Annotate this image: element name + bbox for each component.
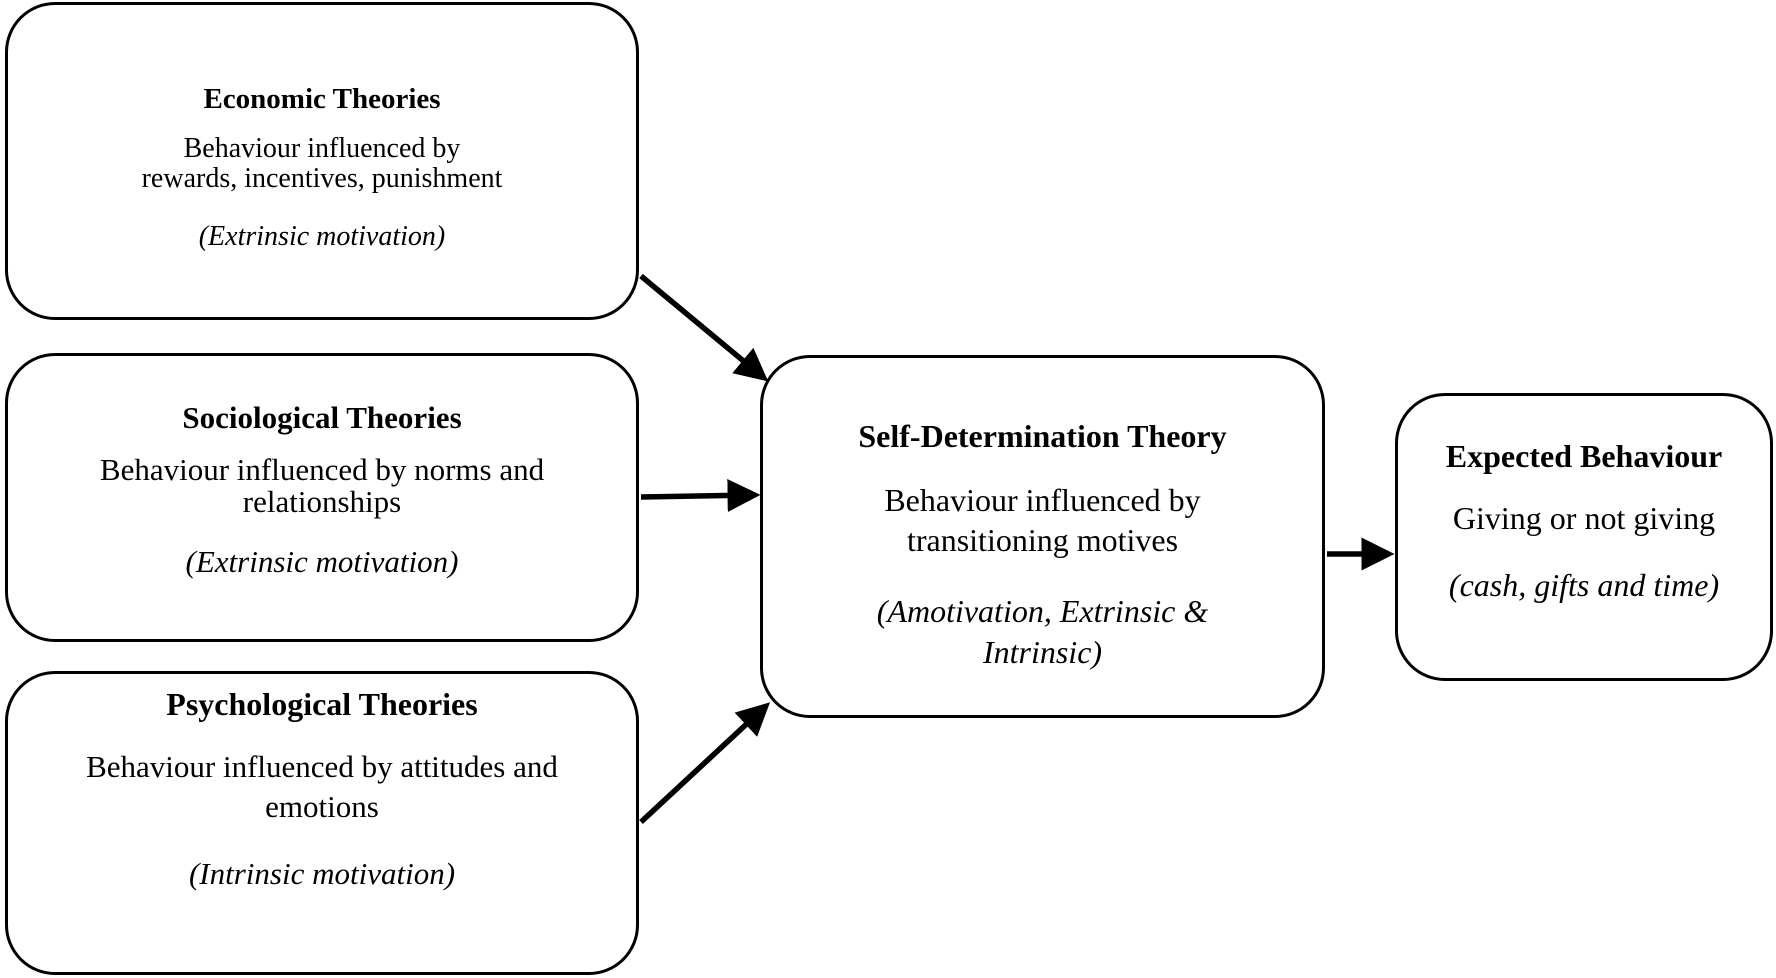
self-determination-theory-box: Self-Determination Theory Behaviour infl… [760,355,1325,718]
sdt-motivation-line-2: Intrinsic) [982,634,1103,671]
psychological-theories-box: Psychological Theories Behaviour influen… [5,671,639,975]
economic-theories-title: Economic Theories [203,83,441,115]
sociological-description-line-2: relationships [242,483,402,519]
expected-behaviour-detail: (cash, gifts and time) [1448,566,1720,603]
economic-description-line-2: rewards, incentives, punishment [141,163,503,195]
arrow-sociological-to-sdt [640,478,761,512]
sdt-description-line-1: Behaviour influenced by [884,482,1201,518]
psychological-theories-description: Behaviour influenced by attitudes and em… [86,747,558,826]
sociological-description-line-1: Behaviour influenced by norms and [99,452,545,487]
economic-theories-description: Behaviour influenced by rewards, incenti… [141,133,503,195]
psychological-theories-title: Psychological Theories [166,686,478,722]
self-determination-theory-description: Behaviour influenced by transitioning mo… [884,481,1200,560]
arrow-economic-to-sdt [639,273,769,382]
psychological-description-line-1: Behaviour influenced by attitudes and [86,749,558,784]
sociological-theories-box: Sociological Theories Behaviour influenc… [5,353,639,642]
psychological-theories-motivation: (Intrinsic motivation) [188,856,456,892]
expected-behaviour-title: Expected Behaviour [1445,438,1723,474]
expected-behaviour-box: Expected Behaviour Giving or not giving … [1395,393,1773,681]
psychological-description-line-2: emotions [265,788,379,824]
economic-description-line-1: Behaviour influenced by [183,133,461,164]
economic-theories-box: Economic Theories Behaviour influenced b… [5,2,639,320]
sociological-theories-title: Sociological Theories [182,400,462,435]
arrow-psychological-to-sdt [639,702,771,825]
self-determination-theory-title: Self-Determination Theory [858,418,1227,454]
self-determination-theory-motivation: (Amotivation, Extrinsic & Intrinsic) [877,591,1209,673]
expected-behaviour-description: Giving or not giving [1452,500,1716,536]
economic-theories-motivation: (Extrinsic motivation) [198,221,446,253]
sociological-theories-description: Behaviour influenced by norms and relati… [100,454,544,517]
sociological-theories-motivation: (Extrinsic motivation) [185,544,459,580]
sdt-motivation-line-1: (Amotivation, Extrinsic & [876,593,1209,630]
sdt-description-line-2: transitioning motives [906,521,1179,558]
